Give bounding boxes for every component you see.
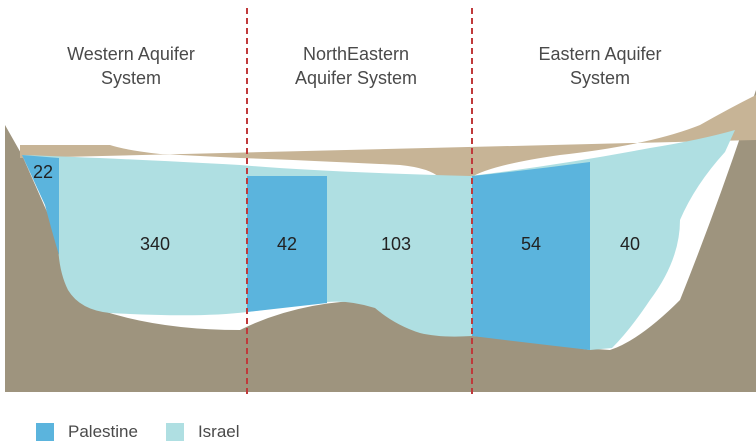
region-title-western-line1: Western Aquifer (67, 44, 195, 64)
region-title-eastern-line2: System (570, 68, 630, 88)
region-title-western-line2: System (101, 68, 161, 88)
value-label-western-palestine: 22 (33, 162, 53, 182)
segment-palestine-west (22, 155, 59, 255)
value-label-western-israel: 340 (140, 234, 170, 254)
legend-item-palestine: Palestine (36, 422, 138, 442)
legend-swatch-palestine (36, 423, 54, 441)
value-label-northeastern-palestine: 42 (277, 234, 297, 254)
land-surface (20, 95, 756, 178)
legend-swatch-israel (165, 423, 184, 441)
region-title-eastern-line1: Eastern Aquifer (538, 44, 661, 64)
region-title-northeastern-line2: Aquifer System (295, 68, 417, 88)
legend-label-israel: Israel (197, 422, 240, 441)
segment-palestine-east (472, 162, 590, 350)
value-label-northeastern-israel: 103 (381, 234, 411, 254)
legend-item-israel: Israel (165, 422, 240, 442)
segment-palestine-northeast (247, 176, 327, 312)
legend-label-palestine: Palestine (68, 422, 138, 441)
bedrock-ground (5, 90, 756, 392)
value-label-eastern-israel: 40 (620, 234, 640, 254)
value-label-eastern-palestine: 54 (521, 234, 541, 254)
legend: Palestine Israel (36, 422, 268, 442)
region-title-northeastern-line1: NorthEastern (303, 44, 409, 64)
